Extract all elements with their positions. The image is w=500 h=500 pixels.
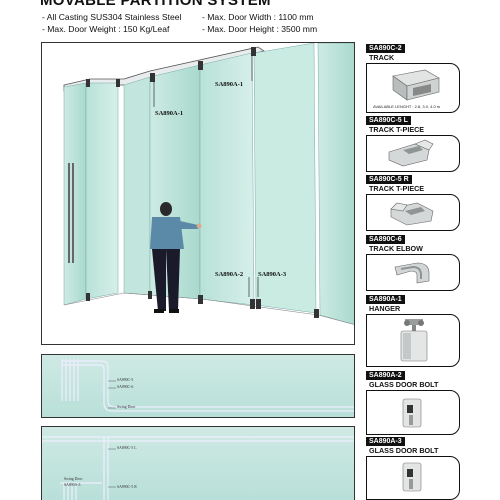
thumb-label: SA890C-6	[117, 385, 134, 389]
hanger-fitting	[198, 61, 203, 70]
bolt-fitting	[148, 291, 152, 299]
component-name: TRACK	[369, 53, 395, 62]
component-code: SA890C-6	[366, 235, 405, 244]
component-image-box	[366, 135, 460, 172]
component-card-track: SA890C-2 TRACK AVAILABLE LENGHT : 2.8, 3…	[366, 44, 460, 114]
component-card-t-piece-right: SA890C-5 R TRACK T-PIECE	[366, 175, 460, 231]
glass-panel	[317, 43, 354, 325]
component-name: TRACK ELBOW	[369, 244, 423, 253]
bolt-fitting	[198, 295, 203, 304]
hanger-icon	[400, 319, 428, 362]
callout-hanger-right: SA890A-1	[215, 81, 244, 88]
glass-panel	[63, 82, 87, 306]
thumb-label: SA890C-5	[117, 378, 134, 382]
elbow-icon	[394, 262, 430, 284]
component-code: SA890A-2	[366, 371, 405, 380]
spec-material: - All Casting SUS304 Stainless Steel	[42, 12, 182, 22]
layout-diagram-t-piece: SA890C-5 L Swing Door SA890A-3 SA890C-5 …	[41, 426, 355, 500]
spec-max-height: - Max. Door Height : 3500 mm	[202, 24, 318, 34]
hanger-fitting	[150, 73, 155, 82]
component-image-box: AVAILABLE LENGHT : 2.8, 3.0, 4.0 m	[366, 63, 460, 113]
component-card-door-bolt-a3: SA890A-3 GLASS DOOR BOLT	[366, 437, 460, 500]
component-name: HANGER	[369, 304, 401, 313]
component-image-box	[366, 456, 460, 500]
hanger-fitting	[116, 79, 120, 87]
person-figure	[150, 202, 202, 313]
thumb-label: SA890C-5 L	[117, 446, 137, 450]
thumb-label: Swing Door	[117, 405, 136, 409]
bolt-fitting	[314, 309, 319, 318]
spec-max-width: - Max. Door Width : 1100 mm	[202, 12, 314, 22]
hanger-fitting	[251, 47, 256, 56]
component-name: TRACK T-PIECE	[369, 125, 425, 134]
component-name: GLASS DOOR BOLT	[369, 380, 439, 389]
component-note: AVAILABLE LENGHT : 2.8, 3.0, 4.0 m	[373, 104, 441, 109]
track-icon	[392, 69, 440, 101]
partition-drawing	[63, 43, 354, 325]
glass-panel	[85, 82, 119, 300]
component-name: GLASS DOOR BOLT	[369, 446, 439, 455]
door-bolt-icon	[402, 462, 422, 492]
callout-bolt-a3: SA890A-3	[258, 271, 287, 278]
layout-drawing-elbow	[61, 359, 354, 412]
bolt-fitting	[86, 293, 90, 301]
callout-hanger-left: SA890A-1	[155, 110, 184, 117]
page-title: MOVABLE PARTITION SYSTEM	[40, 0, 271, 9]
bolt-fitting	[256, 299, 261, 309]
component-code: SA890C-5 L	[366, 116, 411, 125]
bolt-fitting	[250, 299, 255, 309]
component-image-box	[366, 314, 460, 367]
door-bolt-icon	[402, 398, 422, 428]
t-piece-left-icon	[388, 139, 434, 167]
component-card-t-piece-left: SA890C-5 L TRACK T-PIECE	[366, 116, 460, 172]
spec-list: - All Casting SUS304 Stainless Steel - M…	[42, 11, 362, 35]
spec-row: - All Casting SUS304 Stainless Steel - M…	[42, 11, 362, 23]
hanger-fitting	[86, 79, 90, 87]
thumb-label: SA890C-5 R	[117, 485, 137, 489]
component-card-hanger: SA890A-1 HANGER	[366, 295, 460, 367]
t-piece-right-icon	[390, 202, 434, 226]
layout-diagram-elbow: SA890C-5 SA890C-6 Swing Door	[41, 354, 355, 418]
glass-panel	[199, 52, 255, 306]
component-card-door-bolt-a2: SA890A-2 GLASS DOOR BOLT	[366, 371, 460, 435]
glass-panel	[123, 76, 151, 296]
layout-drawing-t-piece	[42, 436, 354, 500]
component-code: SA890A-1	[366, 295, 405, 304]
door-handle	[68, 163, 70, 263]
component-code: SA890A-3	[366, 437, 405, 446]
component-code: SA890C-2	[366, 44, 405, 53]
thumb-label: SA890A-3	[64, 483, 81, 487]
component-name: TRACK T-PIECE	[369, 184, 425, 193]
thumb-label: Swing Door	[64, 477, 83, 481]
door-handle	[72, 163, 74, 263]
component-code: SA890C-5 R	[366, 175, 412, 184]
component-image-box	[366, 194, 460, 231]
spec-row: - Max. Door Weight : 150 Kg/Leaf - Max. …	[42, 23, 362, 35]
spec-max-weight: - Max. Door Weight : 150 Kg/Leaf	[42, 24, 170, 34]
component-image-box	[366, 390, 460, 435]
component-image-box	[366, 254, 460, 291]
component-card-elbow: SA890C-6 TRACK ELBOW	[366, 235, 460, 291]
partition-illustration: SA890A-1 SA890A-1 SA890A-2 SA890A-3	[41, 42, 355, 345]
callout-bolt-a2: SA890A-2	[215, 271, 244, 278]
